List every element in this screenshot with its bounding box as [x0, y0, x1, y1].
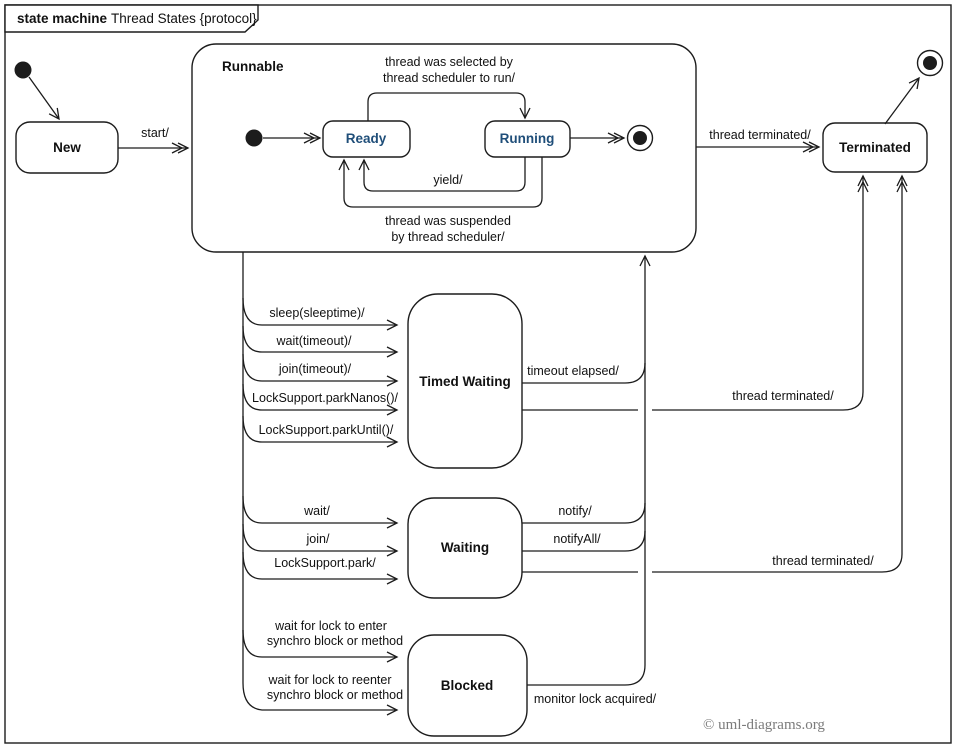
- transition-park-until: LockSupport.parkUntil()/: [242, 415, 399, 448]
- state-blocked: Blocked: [407, 634, 528, 737]
- watermark-link[interactable]: © uml-diagrams.org: [703, 717, 825, 733]
- transition-park-nanos-line: [242, 383, 399, 416]
- final-state-dot: [923, 56, 937, 70]
- transition-selected-label-line1: thread was selected by: [385, 55, 514, 69]
- transition-park-until-label: LockSupport.parkUntil()/: [259, 423, 394, 437]
- frame-title-name: Thread States {protocol}: [111, 11, 257, 26]
- state-waiting-shape: [407, 497, 523, 599]
- state-terminated: Terminated: [822, 122, 928, 173]
- state-timed-waiting: Timed Waiting: [407, 293, 523, 469]
- state-runnable: Runnable Ready Running thread was select…: [191, 43, 697, 253]
- state-timed-waiting-shape: [407, 293, 523, 469]
- state-runnable-label: Runnable: [222, 59, 284, 74]
- transition-thread-terminated-waiting: thread terminated/: [522, 174, 908, 573]
- transition-thread-terminated-timed: thread terminated/: [522, 174, 869, 411]
- initial-state: [14, 61, 60, 121]
- transition-wait-timeout-line: [242, 325, 399, 358]
- transition-monitor-lock-label: monitor lock acquired/: [534, 692, 657, 706]
- transition-notify-label: notify/: [558, 504, 592, 518]
- transition-join-line: [242, 523, 399, 557]
- transition-park-nanos-label: LockSupport.parkNanos()/: [252, 391, 398, 405]
- state-new-label: New: [53, 140, 81, 155]
- initial-state-icon: [14, 61, 32, 79]
- state-ready[interactable]: Ready: [322, 120, 411, 158]
- transition-monitor-lock: monitor lock acquired/: [527, 254, 657, 706]
- state-terminated-shape: [822, 122, 928, 173]
- transition-thread-terminated-runnable-label: thread terminated/: [709, 128, 811, 142]
- transition-park-label: LockSupport.park/: [274, 556, 376, 570]
- transition-join-label: join/: [306, 532, 330, 546]
- transition-park-nanos: LockSupport.parkNanos()/: [242, 383, 399, 416]
- transition-park-until-line: [242, 415, 399, 448]
- transition-lock-reenter-label-line2: synchro block or method: [267, 688, 403, 702]
- transition-thread-terminated-waiting-label: thread terminated/: [772, 554, 874, 568]
- transition-start-label: start/: [141, 126, 169, 140]
- transition-suspended: thread was suspended by thread scheduler…: [338, 157, 543, 244]
- transition-lock-enter-line: [242, 629, 399, 663]
- frame-title-tab: [4, 4, 259, 33]
- transition-wait-timeout-label: wait(timeout)/: [275, 334, 352, 348]
- transition-sleep-line: [242, 297, 399, 331]
- transition-yield-label: yield/: [433, 173, 463, 187]
- state-runnable-shape: [191, 43, 697, 253]
- transition-monitor-lock-line: [527, 254, 651, 686]
- transition-sleep: sleep(sleeptime)/: [242, 297, 399, 331]
- transition-thread-terminated-waiting-line-b: [652, 174, 908, 573]
- transition-thread-terminated-timed-line-b: [652, 174, 869, 411]
- transition-lock-enter: wait for lock to enter synchro block or …: [242, 619, 403, 663]
- transition-timeout-elapsed-label: timeout elapsed/: [527, 364, 619, 378]
- transition-selected: thread was selected by thread scheduler …: [367, 55, 531, 121]
- transition-wait-timeout: wait(timeout)/: [242, 325, 399, 358]
- final-state: [884, 49, 944, 125]
- transition-join-timeout: join(timeout)/: [242, 353, 399, 387]
- state-running-label[interactable]: Running: [500, 131, 555, 146]
- state-running[interactable]: Running: [484, 120, 571, 158]
- frame-title-keyword: state machine: [17, 11, 108, 26]
- transition-park-line: [242, 551, 399, 585]
- transition-terminated-to-final: [884, 76, 920, 125]
- transition-thread-terminated-runnable: thread terminated/: [696, 128, 821, 153]
- transition-selected-line: [367, 92, 531, 121]
- transition-join-timeout-line: [242, 353, 399, 387]
- state-terminated-label: Terminated: [839, 140, 911, 155]
- transition-wait: wait/: [242, 495, 399, 529]
- transition-initial-to-new: [28, 76, 60, 121]
- state-new: New: [15, 121, 119, 174]
- transition-suspended-line: [338, 157, 543, 208]
- transition-lock-reenter-line: [242, 252, 399, 716]
- transition-trunk-left: [242, 252, 399, 716]
- transition-lock-enter-label-line1: wait for lock to enter: [274, 619, 387, 633]
- state-ready-shape: [322, 120, 411, 158]
- transition-sleep-label: sleep(sleeptime)/: [269, 306, 365, 320]
- state-timed-waiting-label: Timed Waiting: [419, 374, 511, 389]
- transition-suspended-label-line1: thread was suspended: [385, 214, 511, 228]
- state-ready-label[interactable]: Ready: [346, 131, 387, 146]
- state-waiting: Waiting: [407, 497, 523, 599]
- transition-join: join/: [242, 523, 399, 557]
- runnable-initial-state-icon: [245, 129, 263, 147]
- transition-lock-enter-label-line2: synchro block or method: [267, 634, 403, 648]
- transition-start: start/: [118, 126, 190, 154]
- state-blocked-label: Blocked: [441, 678, 494, 693]
- transition-join-timeout-label: join(timeout)/: [278, 362, 352, 376]
- state-waiting-label: Waiting: [441, 540, 489, 555]
- runnable-final-state-dot: [633, 131, 647, 145]
- transition-wait-label: wait/: [303, 504, 330, 518]
- transition-selected-label-line2: thread scheduler to run/: [383, 71, 516, 85]
- transition-park: LockSupport.park/: [242, 551, 399, 585]
- transition-notify-all-label: notifyAll/: [553, 532, 601, 546]
- state-running-shape: [484, 120, 571, 158]
- transition-wait-line: [242, 495, 399, 529]
- transition-suspended-label-line2: by thread scheduler/: [391, 230, 505, 244]
- transition-yield: yield/: [358, 157, 526, 192]
- transition-thread-terminated-timed-label: thread terminated/: [732, 389, 834, 403]
- runnable-final-state: [570, 124, 654, 152]
- transition-lock-reenter-label-line1: wait for lock to reenter: [268, 673, 392, 687]
- transition-yield-line: [358, 157, 526, 192]
- transition-lock-reenter-label: wait for lock to reenter synchro block o…: [267, 673, 403, 702]
